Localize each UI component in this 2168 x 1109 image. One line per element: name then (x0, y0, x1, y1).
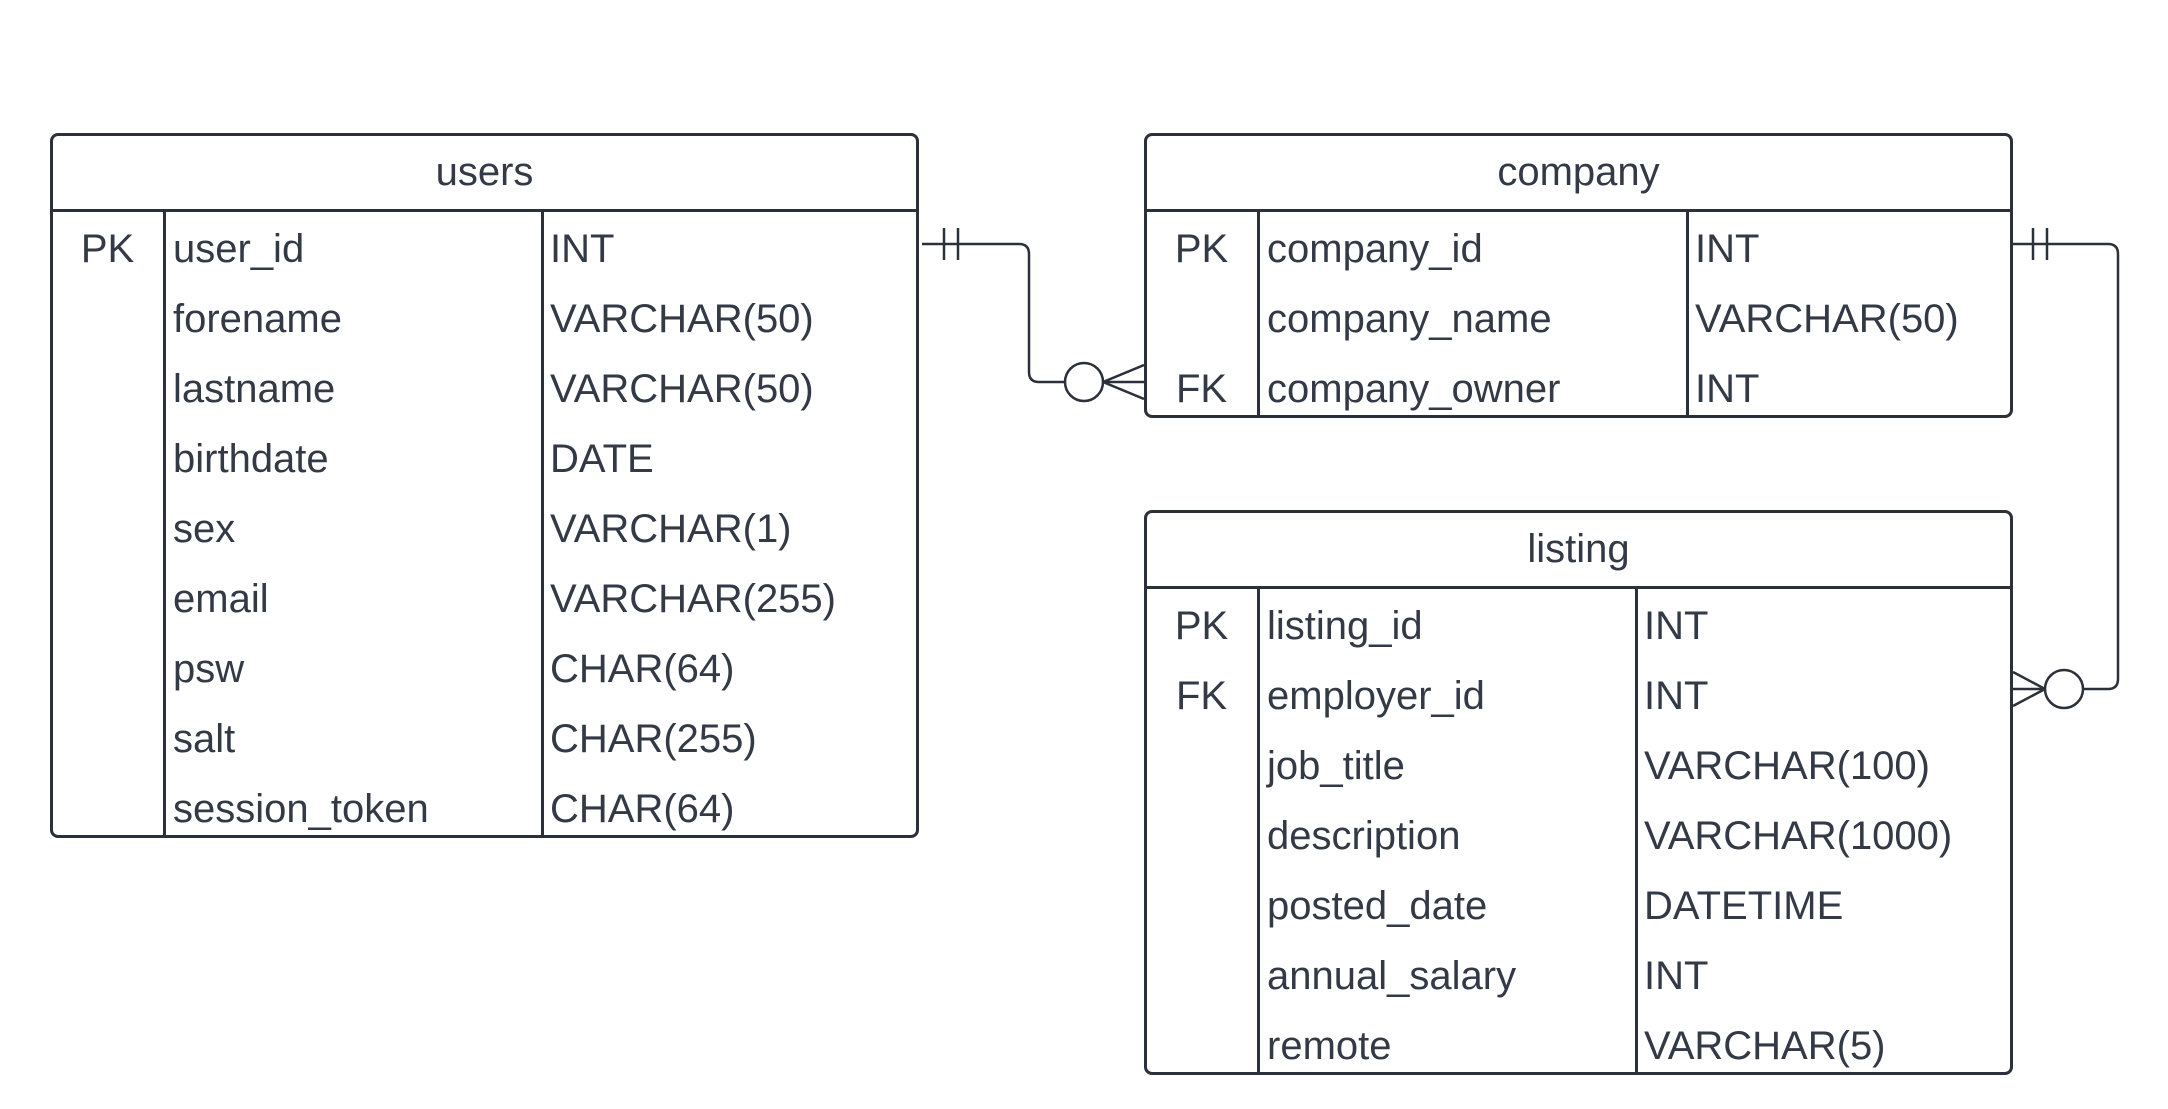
column-type: INT (1644, 953, 1709, 998)
column-row[interactable]: job_title VARCHAR(100) (1147, 731, 2010, 801)
column-row[interactable]: forename VARCHAR(50) (53, 284, 916, 354)
entity-company[interactable]: company PK company_id INT company_name V… (1144, 133, 2013, 418)
column-name: job_title (1267, 743, 1405, 788)
column-divider (541, 212, 544, 835)
relationship-users-company[interactable] (922, 228, 1145, 403)
column-name: sex (173, 506, 236, 551)
column-type: CHAR(64) (550, 646, 735, 691)
entity-users[interactable]: users PK user_id INT forename VARCHAR(50… (50, 133, 919, 838)
column-name: psw (173, 646, 245, 691)
key-marker: PK (1174, 603, 1229, 648)
column-name: employer_id (1267, 673, 1485, 718)
column-type: VARCHAR(255) (550, 576, 836, 621)
column-name: session_token (173, 786, 429, 831)
column-name: birthdate (173, 436, 329, 481)
column-row[interactable]: FK employer_id INT (1147, 661, 2010, 731)
column-type: VARCHAR(5) (1644, 1023, 1886, 1068)
column-type: VARCHAR(100) (1644, 743, 1930, 788)
column-divider (163, 212, 166, 835)
column-type: INT (1695, 366, 1760, 411)
column-type: VARCHAR(50) (1695, 296, 1959, 341)
column-row[interactable]: birthdate DATE (53, 424, 916, 494)
column-type: INT (1695, 226, 1760, 271)
column-type: DATETIME (1644, 883, 1844, 928)
column-name: company_id (1267, 226, 1483, 271)
column-name: user_id (173, 226, 305, 271)
entity-title: users (53, 136, 916, 212)
key-marker: FK (1175, 673, 1228, 718)
crow-foot-icon (1102, 363, 1145, 384)
column-type: VARCHAR(50) (550, 296, 814, 341)
column-name: forename (173, 296, 342, 341)
column-row[interactable]: lastname VARCHAR(50) (53, 354, 916, 424)
column-name: remote (1267, 1023, 1392, 1068)
column-name: listing_id (1267, 603, 1423, 648)
crow-foot-icon (1102, 380, 1145, 401)
column-type: CHAR(255) (550, 716, 757, 761)
column-row[interactable]: session_token CHAR(64) (53, 774, 916, 835)
entity-columns: PK listing_id INT FK employer_id INT job… (1147, 589, 2010, 1072)
column-type: INT (550, 226, 615, 271)
column-row[interactable]: annual_salary INT (1147, 941, 2010, 1011)
column-divider (1635, 589, 1638, 1072)
column-type: VARCHAR(1) (550, 506, 792, 551)
column-type: VARCHAR(1000) (1644, 813, 1953, 858)
crow-foot-icon (2012, 670, 2046, 691)
key-marker: FK (1175, 366, 1228, 411)
column-row[interactable]: remote VARCHAR(5) (1147, 1011, 2010, 1072)
column-name: company_name (1267, 296, 1552, 341)
column-name: posted_date (1267, 883, 1488, 928)
column-row[interactable]: PK listing_id INT (1147, 591, 2010, 661)
zero-circle-icon (1063, 361, 1105, 403)
relationship-line (2013, 242, 2120, 691)
relationship-company-listing[interactable] (2012, 228, 2120, 710)
column-row[interactable]: salt CHAR(255) (53, 704, 916, 774)
entity-title: company (1147, 136, 2010, 212)
key-marker: PK (80, 226, 135, 271)
column-type: VARCHAR(50) (550, 366, 814, 411)
column-name: salt (173, 716, 236, 761)
relationship-line (922, 242, 1064, 384)
entity-columns: PK user_id INT forename VARCHAR(50) last… (53, 212, 916, 835)
key-marker: PK (1174, 226, 1229, 271)
column-row[interactable]: psw CHAR(64) (53, 634, 916, 704)
column-row[interactable]: PK company_id INT (1147, 214, 2010, 284)
column-row[interactable]: description VARCHAR(1000) (1147, 801, 2010, 871)
column-type: INT (1644, 673, 1709, 718)
column-divider (1686, 212, 1689, 415)
column-name: email (173, 576, 269, 621)
column-row[interactable]: company_name VARCHAR(50) (1147, 284, 2010, 354)
crow-foot-icon (2012, 687, 2046, 708)
column-row[interactable]: FK company_owner INT (1147, 354, 2010, 415)
entity-listing[interactable]: listing PK listing_id INT FK employer_id… (1144, 510, 2013, 1075)
entity-title: listing (1147, 513, 2010, 589)
column-name: annual_salary (1267, 953, 1517, 998)
column-row[interactable]: sex VARCHAR(1) (53, 494, 916, 564)
column-type: CHAR(64) (550, 786, 735, 831)
column-row[interactable]: PK user_id INT (53, 214, 916, 284)
column-type: INT (1644, 603, 1709, 648)
entity-columns: PK company_id INT company_name VARCHAR(5… (1147, 212, 2010, 415)
column-name: lastname (173, 366, 336, 411)
column-divider (1257, 589, 1260, 1072)
column-row[interactable]: posted_date DATETIME (1147, 871, 2010, 941)
column-name: company_owner (1267, 366, 1561, 411)
column-divider (1257, 212, 1260, 415)
column-type: DATE (550, 436, 654, 481)
column-row[interactable]: email VARCHAR(255) (53, 564, 916, 634)
zero-circle-icon (2043, 668, 2085, 710)
column-name: description (1267, 813, 1461, 858)
